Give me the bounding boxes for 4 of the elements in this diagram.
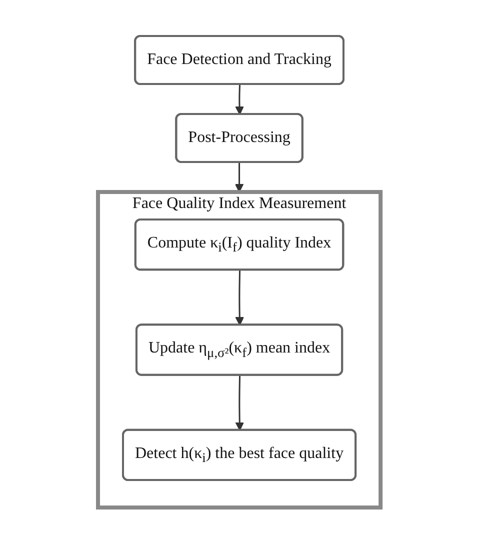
arrow [235,162,244,193]
arrow [235,270,244,326]
arrow [235,376,244,431]
arrow [235,84,244,116]
